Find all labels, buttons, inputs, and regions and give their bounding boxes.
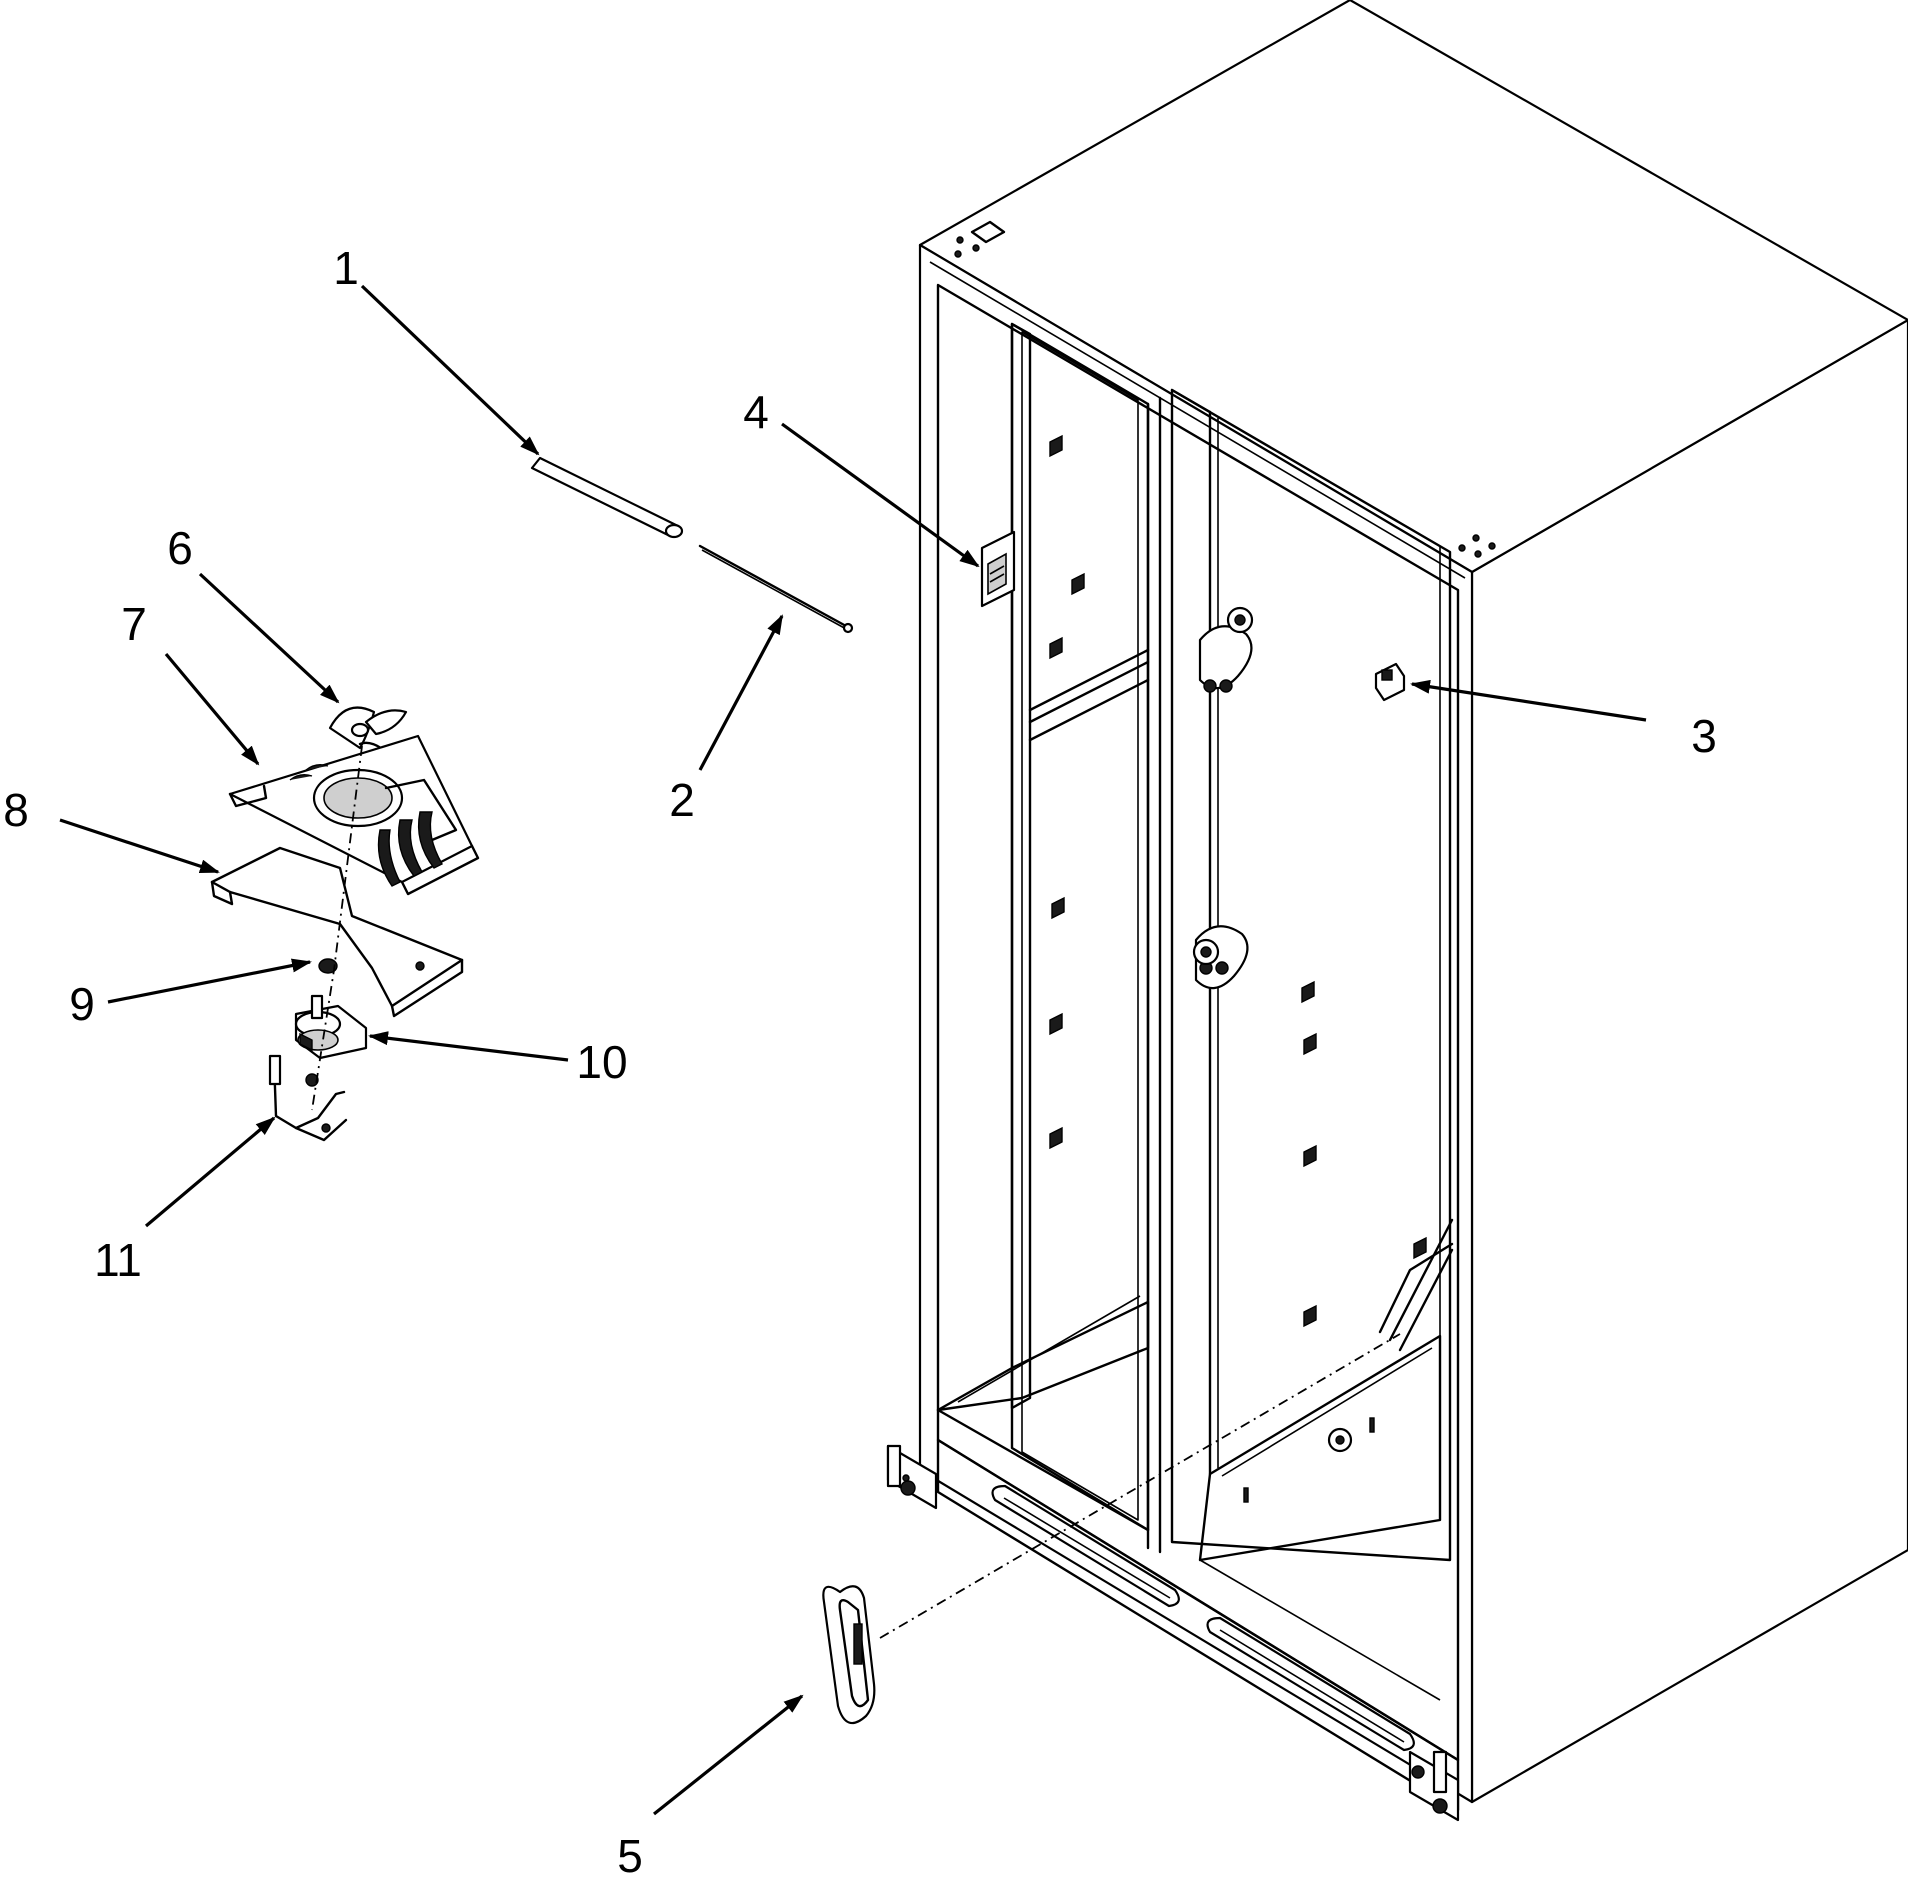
callout-5: 5 [617, 1830, 643, 1877]
callout-4: 4 [743, 386, 769, 438]
assembly-lines [311, 745, 1401, 1639]
callout-7: 7 [121, 598, 147, 650]
part-motor-bracket [268, 1054, 348, 1142]
base-vent-left [991, 1484, 1180, 1608]
hinge-cam-lower [1192, 925, 1249, 990]
part-fan-motor [294, 994, 368, 1060]
callout-1: 1 [333, 242, 359, 294]
refrigerator-cabinet [886, 0, 1908, 1822]
part-clip [1374, 662, 1406, 702]
base-vent-right [1206, 1616, 1415, 1752]
callout-9: 9 [69, 978, 95, 1030]
part-fan-bracket [228, 734, 480, 896]
callout-labels: 1 2 3 4 5 6 7 8 9 10 11 [3, 242, 1717, 1877]
part-fan-shroud [210, 846, 464, 1018]
shelf-clips [1049, 434, 1427, 1328]
leader-lines [59, 284, 1647, 1816]
callout-11: 11 [94, 1234, 142, 1286]
part-tube [530, 456, 684, 539]
hinge-cam-upper [1198, 606, 1254, 693]
part-grille-insert [822, 1585, 876, 1725]
leveling-leg-left [886, 1444, 938, 1510]
part-rod [698, 544, 854, 634]
callout-2: 2 [669, 774, 695, 826]
part-grommet [318, 958, 338, 974]
callout-6: 6 [167, 522, 193, 574]
leveling-leg-right [1408, 1750, 1460, 1822]
callout-10: 10 [576, 1036, 627, 1088]
callout-8: 8 [3, 784, 29, 836]
callout-3: 3 [1691, 710, 1717, 762]
